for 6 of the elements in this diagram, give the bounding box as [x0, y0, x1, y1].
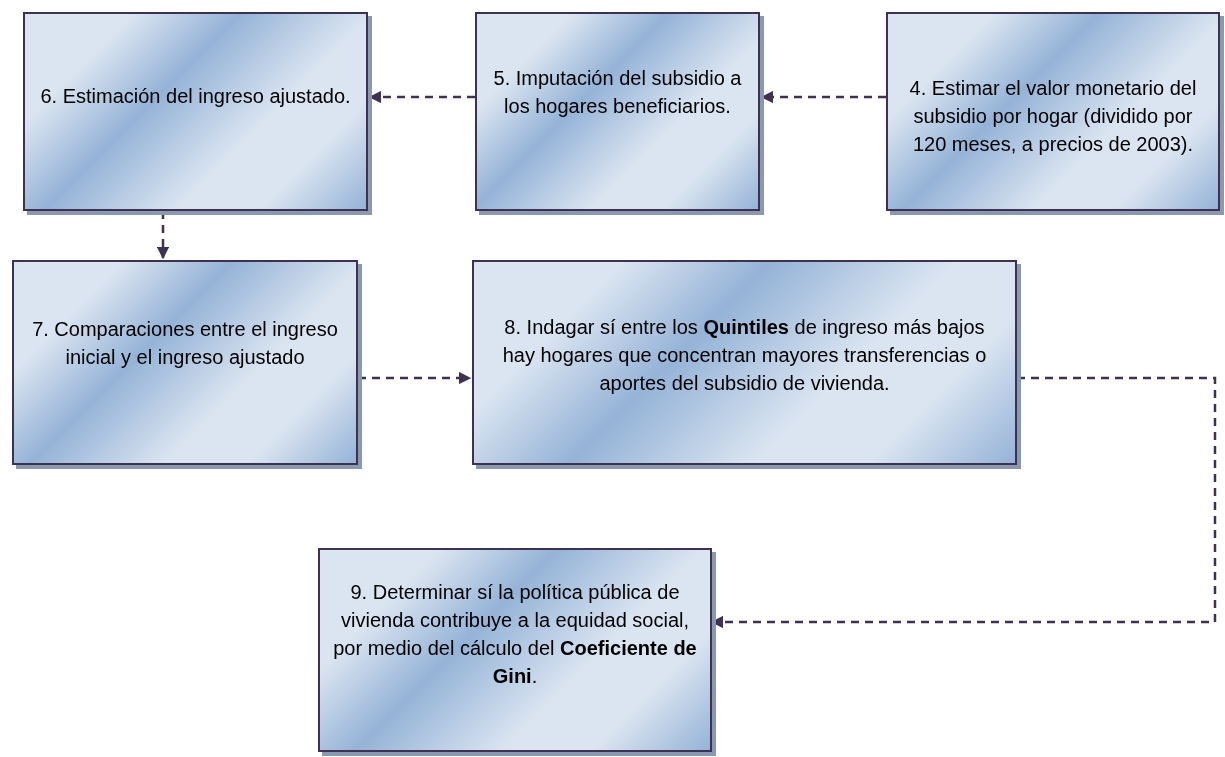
step-text: 7. Comparaciones entre el ingreso inicial y el ingreso ajustado — [31, 316, 339, 370]
step-text: 6. Estimación del ingreso ajustado. — [40, 83, 351, 109]
step-text: 5. Imputación del subsidio a los hogares beneficiarios. — [492, 65, 743, 119]
step-text: 4. Estimar el valor monetario del subsidio por hogar (dividido por 120 meses, a precios de 2003). — [908, 75, 1198, 157]
step-text: 8. Indagar sí entre los Quintiles de ingreso más bajos hay hogares que concentran mayores transferencias o aportes del subsidio de vivienda. — [501, 314, 988, 396]
step-text: 9. Determinar sí la política pública de vivienda contribuye a la equidad social, por medio del cálculo del Coeficiente de Gini. — [332, 580, 698, 689]
